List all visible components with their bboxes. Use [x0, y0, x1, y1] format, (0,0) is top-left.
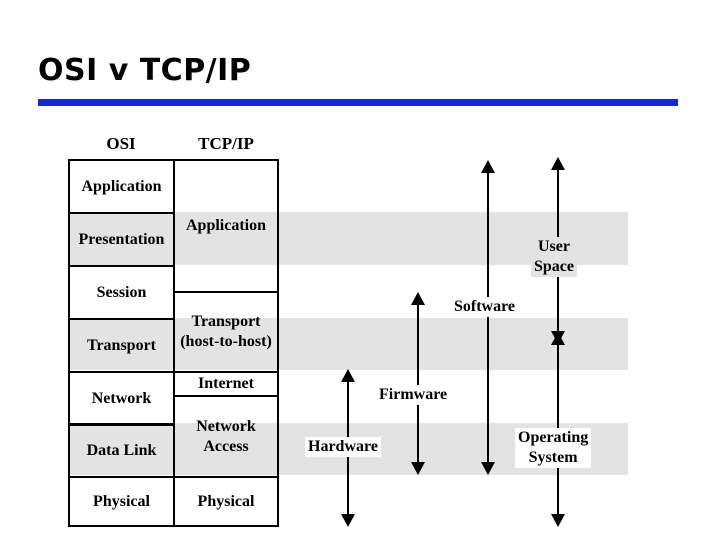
title-rule: [38, 99, 678, 106]
user-space-label: User Space: [531, 237, 577, 277]
tcpip-layer-physical: Physical: [173, 476, 279, 527]
band-transport: [68, 318, 628, 370]
osi-header: OSI: [106, 134, 136, 153]
tcpip-layer-transport: Transport (host-to-host): [173, 291, 279, 373]
firmware-label: Firmware: [376, 385, 451, 405]
software-label: Software: [451, 297, 519, 317]
hardware-label: Hardware: [305, 437, 381, 457]
tcpip-header: TCP/IP: [198, 134, 254, 153]
software-arrow: [481, 160, 495, 475]
operating-system-label: Operating System: [515, 428, 592, 468]
firmware-arrow: [411, 292, 425, 475]
slide-title: OSI v TCP/IP: [38, 53, 252, 88]
